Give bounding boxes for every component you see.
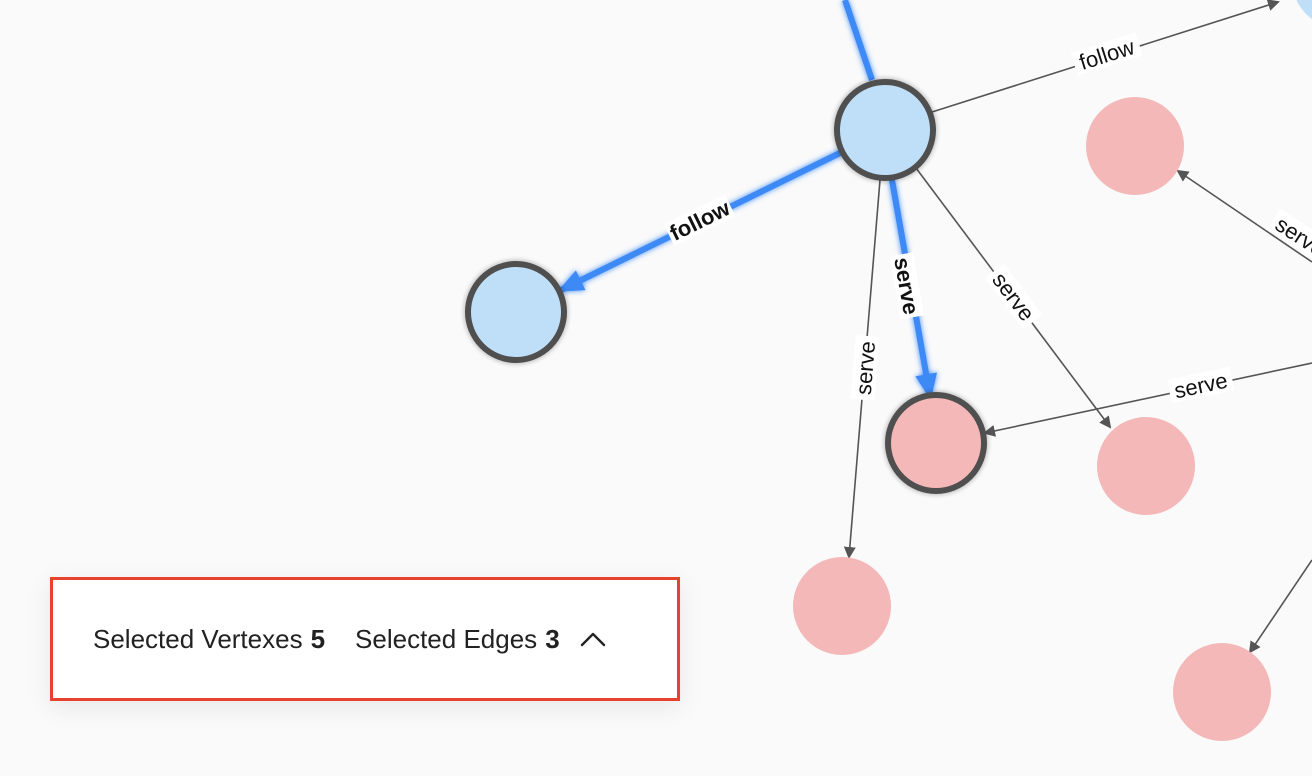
vertex-pink-selected[interactable] [885, 392, 987, 494]
vertex-pink-bottom-right[interactable] [1173, 643, 1271, 741]
selected-edges-stat: Selected Edges 3 [355, 624, 560, 655]
vertex-blue-left-selected[interactable] [465, 261, 567, 363]
vertex-blue-center-selected[interactable] [834, 79, 936, 181]
selection-summary-panel: Selected Vertexes 5 Selected Edges 3 [50, 577, 680, 701]
vertex-pink-bottom[interactable] [793, 557, 891, 655]
selected-vertexes-label: Selected Vertexes [93, 623, 303, 654]
selected-edges-count: 3 [545, 623, 560, 654]
edge-label-serve-far-right: serve [1172, 368, 1230, 404]
selected-vertexes-stat: Selected Vertexes 5 [93, 624, 325, 655]
edge-serve-far-right[interactable] [983, 362, 1312, 437]
edge-selected-top[interactable] [842, 0, 875, 81]
edge-label-follow-left: follow [666, 195, 735, 246]
selected-vertexes-count: 5 [310, 623, 326, 654]
chevron-up-icon[interactable] [578, 624, 608, 654]
edge-label-follow-top: follow [1076, 34, 1137, 75]
edge-label-serve-left: serve [851, 340, 880, 396]
vertex-blue-top-right[interactable] [1292, 0, 1312, 28]
edge-bottom-right[interactable] [1248, 559, 1312, 654]
vertex-pink-right[interactable] [1097, 417, 1195, 515]
selected-edges-label: Selected Edges [355, 623, 538, 654]
vertex-pink-top-right[interactable] [1086, 97, 1184, 195]
edge-label-serve-selected: serve [889, 255, 924, 316]
edge-serve-partial[interactable] [1176, 169, 1312, 263]
